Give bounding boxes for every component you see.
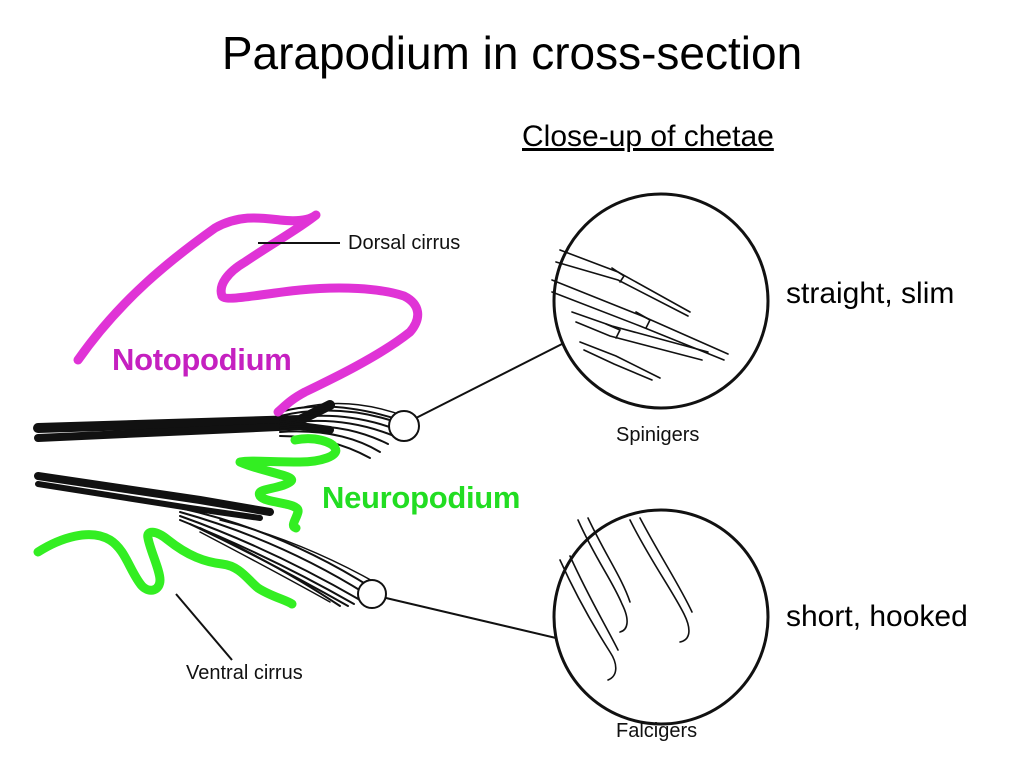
notopodium-chaetae xyxy=(33,400,405,459)
notopodium-outline xyxy=(73,210,423,417)
spinigers-magnifier-dot xyxy=(388,410,420,442)
ventral-cirrus-outline xyxy=(33,527,297,609)
ventral-cirrus-leader xyxy=(175,593,233,661)
falcigers-connector xyxy=(385,597,557,639)
spinigers-label: Spinigers xyxy=(616,424,700,446)
slide-title: Parapodium in cross-section xyxy=(221,27,803,79)
notopodium-annotation: Notopodium xyxy=(112,342,292,377)
spinigers-connector xyxy=(415,343,563,419)
spinigers-description: straight, slim xyxy=(786,277,955,310)
neuropodium-annotation: Neuropodium xyxy=(322,480,521,515)
neuropodium-upper-outline xyxy=(235,434,341,533)
falcigers-magnifier-dot xyxy=(357,579,387,609)
dorsal-cirrus-label: Dorsal cirrus xyxy=(348,232,461,254)
closeup-subtitle: Close-up of chetae xyxy=(522,120,774,153)
falcigers-label: Falcigers xyxy=(616,720,698,742)
spinigers-closeup xyxy=(551,192,770,410)
falcigers-closeup xyxy=(552,508,770,726)
neuropodium-chaetae xyxy=(34,472,379,607)
ventral-cirrus-label: Ventral cirrus xyxy=(186,662,303,684)
falcigers-description: short, hooked xyxy=(786,600,968,633)
